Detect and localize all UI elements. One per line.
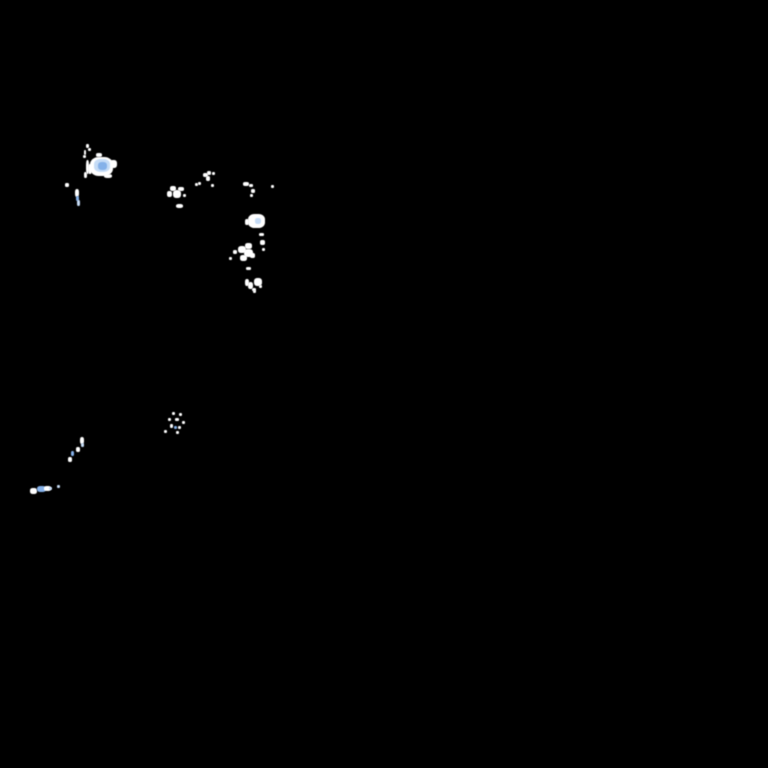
speck (259, 233, 264, 236)
speck (249, 184, 253, 187)
speck (245, 219, 249, 225)
speck (174, 426, 177, 429)
speck (168, 418, 171, 421)
speck (198, 182, 201, 185)
speck (238, 246, 246, 253)
speck (49, 487, 52, 490)
speck (252, 288, 256, 291)
speck (44, 486, 51, 491)
speck (250, 253, 255, 258)
speck (240, 255, 247, 261)
speck (203, 173, 208, 177)
speck (83, 155, 86, 158)
speck (172, 412, 175, 415)
speck (76, 196, 79, 201)
speck (250, 194, 253, 197)
speck (170, 186, 176, 191)
speck (183, 194, 186, 197)
speck (229, 257, 232, 260)
speck (30, 488, 37, 494)
speck (245, 279, 249, 286)
speck (76, 447, 80, 452)
speck (57, 485, 60, 488)
speck (175, 418, 179, 421)
speck (182, 421, 185, 424)
speck (37, 486, 46, 492)
speck (77, 200, 80, 206)
speck (248, 282, 253, 289)
speck (179, 413, 182, 416)
speck (260, 240, 265, 245)
speck (246, 267, 251, 270)
speck (255, 218, 261, 224)
speck (254, 278, 262, 286)
speck (167, 191, 172, 197)
speck (86, 160, 89, 174)
speck (178, 187, 184, 191)
speck (104, 174, 112, 178)
speck (243, 182, 249, 186)
speck (195, 183, 198, 186)
speck (110, 160, 117, 168)
speck (206, 176, 210, 181)
speck (164, 430, 167, 433)
speck (173, 190, 181, 198)
speck (170, 424, 173, 428)
speck (81, 443, 84, 447)
speck (259, 285, 262, 288)
speck (75, 189, 79, 197)
speck (84, 172, 87, 178)
speck (65, 183, 69, 187)
speck (88, 148, 91, 151)
speck (176, 204, 183, 208)
speck (84, 150, 86, 155)
speck (71, 451, 74, 456)
speck (80, 437, 84, 444)
speck (68, 457, 72, 462)
speck (176, 431, 179, 434)
speck (251, 189, 255, 193)
speck (262, 248, 265, 251)
speck (207, 171, 211, 175)
speck (178, 426, 181, 429)
speck (245, 243, 252, 249)
speck (253, 290, 256, 293)
speck (212, 172, 215, 175)
speck (96, 153, 102, 157)
speck (98, 162, 107, 170)
speck (88, 164, 92, 174)
speck (271, 185, 274, 188)
speck (244, 249, 253, 257)
speck (86, 144, 89, 148)
speck (211, 184, 214, 187)
speck (233, 250, 237, 254)
